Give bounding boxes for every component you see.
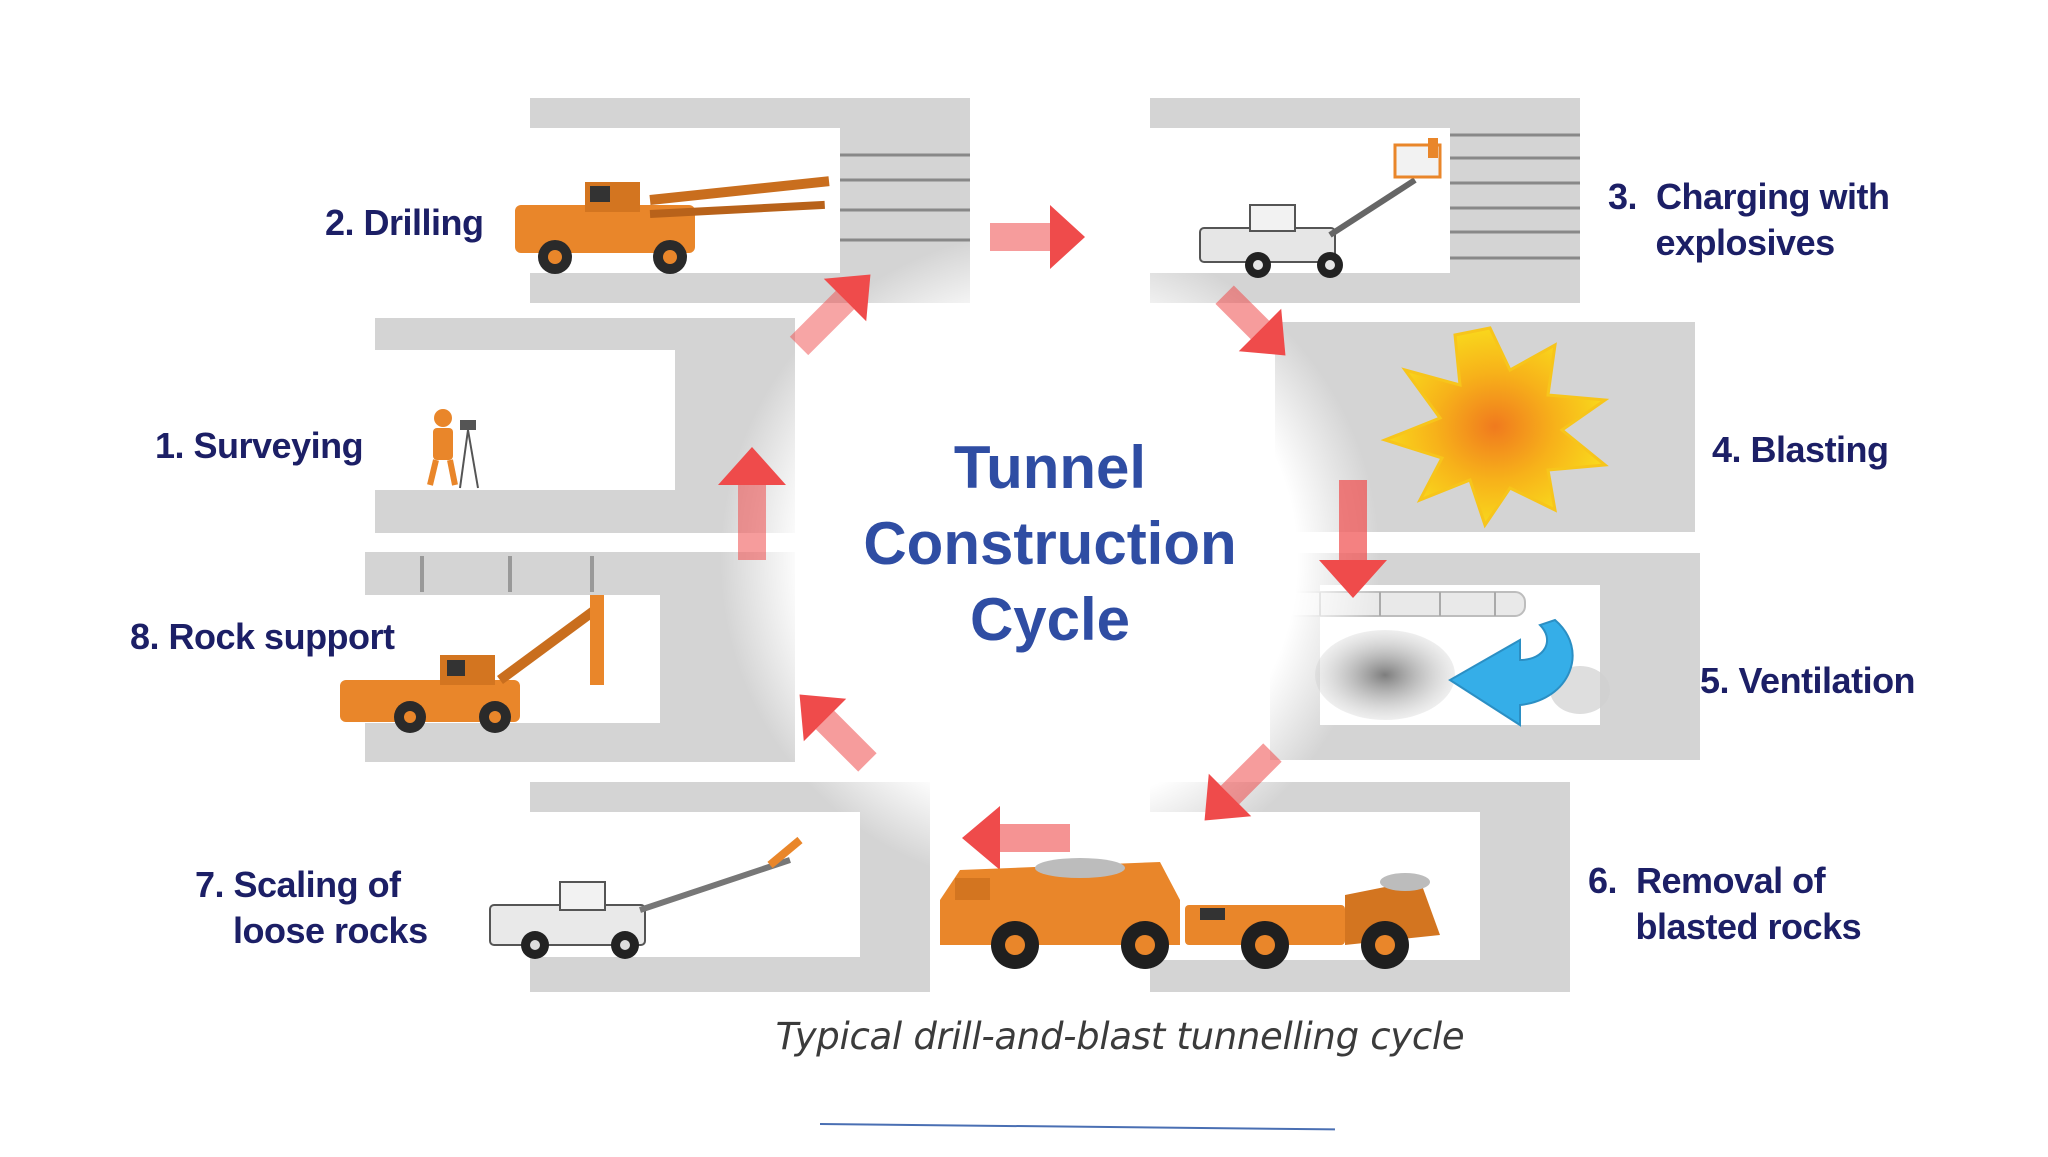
figure-caption: Typical drill-and-blast tunnelling cycle <box>775 1015 1465 1058</box>
tunnel-surveying <box>375 318 795 533</box>
tunnel-charging <box>1150 98 1580 303</box>
center-title: Tunnel Construction Cycle <box>820 430 1280 658</box>
tunnel-scaling <box>530 782 930 992</box>
drilling-jumbo-icon <box>515 176 830 274</box>
label-charging: 3. Charging with explosives <box>1608 176 1890 263</box>
arrow-charging-to-blasting <box>1215 285 1286 356</box>
label-blasting: 4. Blasting <box>1712 429 1889 470</box>
arrow-drilling-to-charging <box>990 205 1085 269</box>
arrow-scaling-to-rock-support <box>799 694 877 772</box>
arrow-surveying-to-drilling <box>789 274 871 356</box>
arrow-blasting-to-ventilation <box>1319 480 1387 598</box>
surveyor-icon <box>427 409 479 489</box>
label-drilling: 2. Drilling <box>325 202 484 243</box>
explosion-icon <box>1380 326 1610 529</box>
arrow-rock-support-to-surveying <box>718 447 786 560</box>
cycle-arrows <box>718 205 1387 870</box>
label-surveying: 1. Surveying <box>155 425 364 466</box>
label-removal: 6. Removal of blasted rocks <box>1588 860 1862 947</box>
rock-bolter-icon <box>340 595 604 733</box>
center-clearing <box>720 230 1380 890</box>
label-scaling: 7. Scaling of loose rocks <box>195 864 428 951</box>
arrow-removal-to-scaling <box>962 806 1070 870</box>
label-ventilation: 5. Ventilation <box>1700 660 1916 701</box>
scaling-rig-icon <box>489 836 803 959</box>
center-title-line-2: Construction <box>863 510 1237 577</box>
label-rock-support: 8. Rock support <box>130 616 395 657</box>
arrow-ventilation-to-removal <box>1204 743 1282 821</box>
air-flow-arrow-icon <box>1448 618 1574 727</box>
center-title-line-3: Cycle <box>969 586 1131 653</box>
center-title-line-1: Tunnel <box>953 434 1147 501</box>
charging-machine-icon <box>1199 138 1442 278</box>
loader-truck-icon <box>940 858 1440 969</box>
